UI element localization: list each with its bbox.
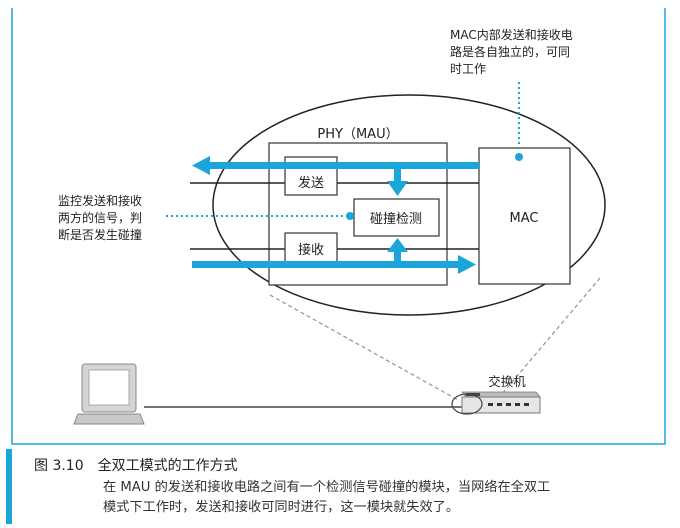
zoom-ellipse bbox=[212, 94, 606, 316]
down-arrow-head bbox=[387, 181, 408, 196]
figure-frame bbox=[11, 8, 666, 445]
send-signal-bar bbox=[208, 162, 479, 169]
monitor-note-line-2: 两方的信号，判 bbox=[58, 210, 142, 225]
zoom-line-right bbox=[501, 277, 601, 395]
receive-signal-arrowhead bbox=[458, 255, 476, 274]
monitor-callout-dot bbox=[346, 212, 354, 220]
monitor-note-line-1: 监控发送和接收 bbox=[58, 193, 142, 208]
mac-label: MAC bbox=[510, 211, 539, 226]
up-arrow-shaft bbox=[394, 250, 401, 261]
caption-line-2: 模式下工作时，发送和接收可同时进行，这一模块就失效了。 bbox=[103, 500, 460, 515]
send-signal-arrowhead bbox=[192, 156, 210, 175]
caption-accent-bar bbox=[6, 449, 12, 524]
up-arrow-head bbox=[387, 238, 408, 252]
mac-note-line-2: 路是各自独立的，可同 bbox=[450, 44, 570, 59]
mac-note-line-1: MAC内部发送和接收电 bbox=[450, 27, 573, 42]
figure-title: 全双工模式的工作方式 bbox=[97, 458, 238, 474]
down-arrow-shaft bbox=[394, 169, 401, 183]
collision-detect-label: 碰撞检测 bbox=[370, 212, 422, 227]
port-highlight-ellipse bbox=[451, 393, 483, 415]
mac-callout-dot bbox=[515, 153, 523, 161]
mac-box bbox=[478, 147, 571, 285]
caption-title: 图 3.10 全双工模式的工作方式 bbox=[34, 455, 238, 475]
computer-icon bbox=[73, 363, 145, 425]
caption-line-1: 在 MAU 的发送和接收电路之间有一个检测信号碰撞的模块，当网络在全双工 bbox=[103, 480, 551, 495]
zoom-line-left bbox=[269, 294, 459, 401]
receive-label: 接收 bbox=[298, 242, 324, 258]
monitor-note-line-3: 断是否发生碰撞 bbox=[58, 227, 142, 242]
receive-signal-bar bbox=[192, 261, 460, 268]
send-label: 发送 bbox=[298, 175, 324, 191]
collision-detect-box bbox=[353, 198, 440, 237]
caption-body: 在 MAU 的发送和接收电路之间有一个检测信号碰撞的模块，当网络在全双工 模式下… bbox=[103, 478, 663, 518]
phy-mau-label: PHY（MAU） bbox=[317, 127, 398, 142]
switch-label: 交换机 bbox=[488, 374, 526, 389]
figure-number: 图 3.10 bbox=[34, 458, 84, 474]
mac-note-line-3: 时工作 bbox=[450, 62, 486, 76]
